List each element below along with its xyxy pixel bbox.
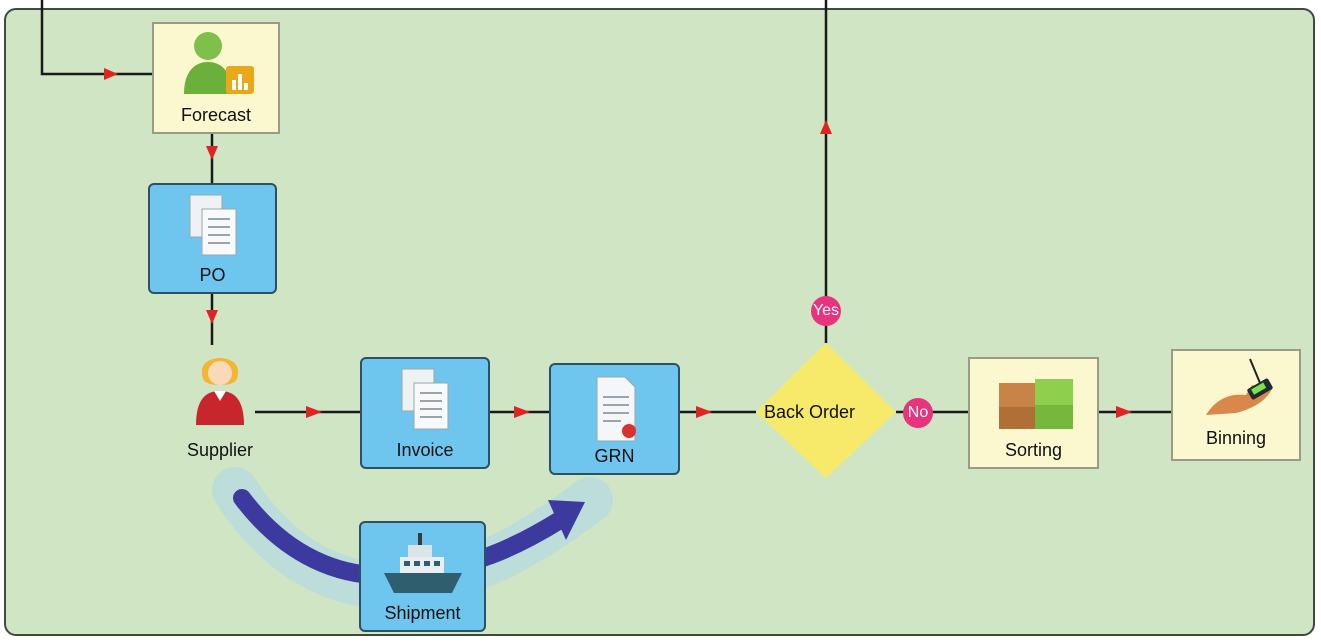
forecast-label: Forecast	[180, 105, 252, 125]
po-to-supplier-arrow	[206, 310, 218, 324]
ship-icon	[378, 529, 468, 597]
grn-label: GRN	[594, 446, 635, 466]
supplier-to-invoice-arrow	[306, 406, 322, 418]
supplier-label: Supplier	[186, 440, 254, 460]
po-node[interactable]: PO	[148, 183, 277, 294]
documents-icon	[390, 365, 460, 435]
binning-node[interactable]: Binning	[1171, 349, 1301, 461]
certificate-document-icon	[585, 373, 645, 445]
supplier-node[interactable]: Supplier	[170, 345, 270, 465]
forecast-to-po-arrow	[206, 146, 218, 160]
loop-arrow	[104, 68, 118, 80]
po-label: PO	[199, 265, 226, 285]
yes-branch-arrow	[820, 120, 832, 134]
supplier-person-icon	[190, 347, 250, 427]
invoice-label: Invoice	[396, 440, 454, 460]
yes-badge: Yes	[811, 296, 841, 326]
binning-label: Binning	[1205, 428, 1267, 448]
boxes-icon	[989, 373, 1079, 433]
invoice-to-grn-arrow	[514, 406, 530, 418]
shipment-flow-arrowhead	[548, 500, 585, 540]
sorting-label: Sorting	[1004, 440, 1063, 460]
grn-to-backorder-arrow	[696, 406, 712, 418]
shipment-label: Shipment	[384, 603, 461, 623]
no-badge: No	[903, 398, 933, 428]
loop-return-line	[40, 0, 152, 76]
documents-icon	[178, 191, 248, 261]
grn-node[interactable]: GRN	[549, 363, 680, 475]
invoice-node[interactable]: Invoice	[360, 357, 490, 469]
back-order-diamond	[756, 343, 896, 478]
back-order-label: Back Order	[764, 402, 856, 422]
hand-scanner-icon	[1186, 355, 1286, 427]
shipment-node[interactable]: Shipment	[359, 521, 486, 632]
sorting-node[interactable]: Sorting	[968, 357, 1099, 469]
sorting-to-binning-arrow	[1116, 406, 1132, 418]
forecast-node[interactable]: Forecast	[152, 22, 280, 134]
forecast-user-chart-icon	[176, 28, 256, 98]
